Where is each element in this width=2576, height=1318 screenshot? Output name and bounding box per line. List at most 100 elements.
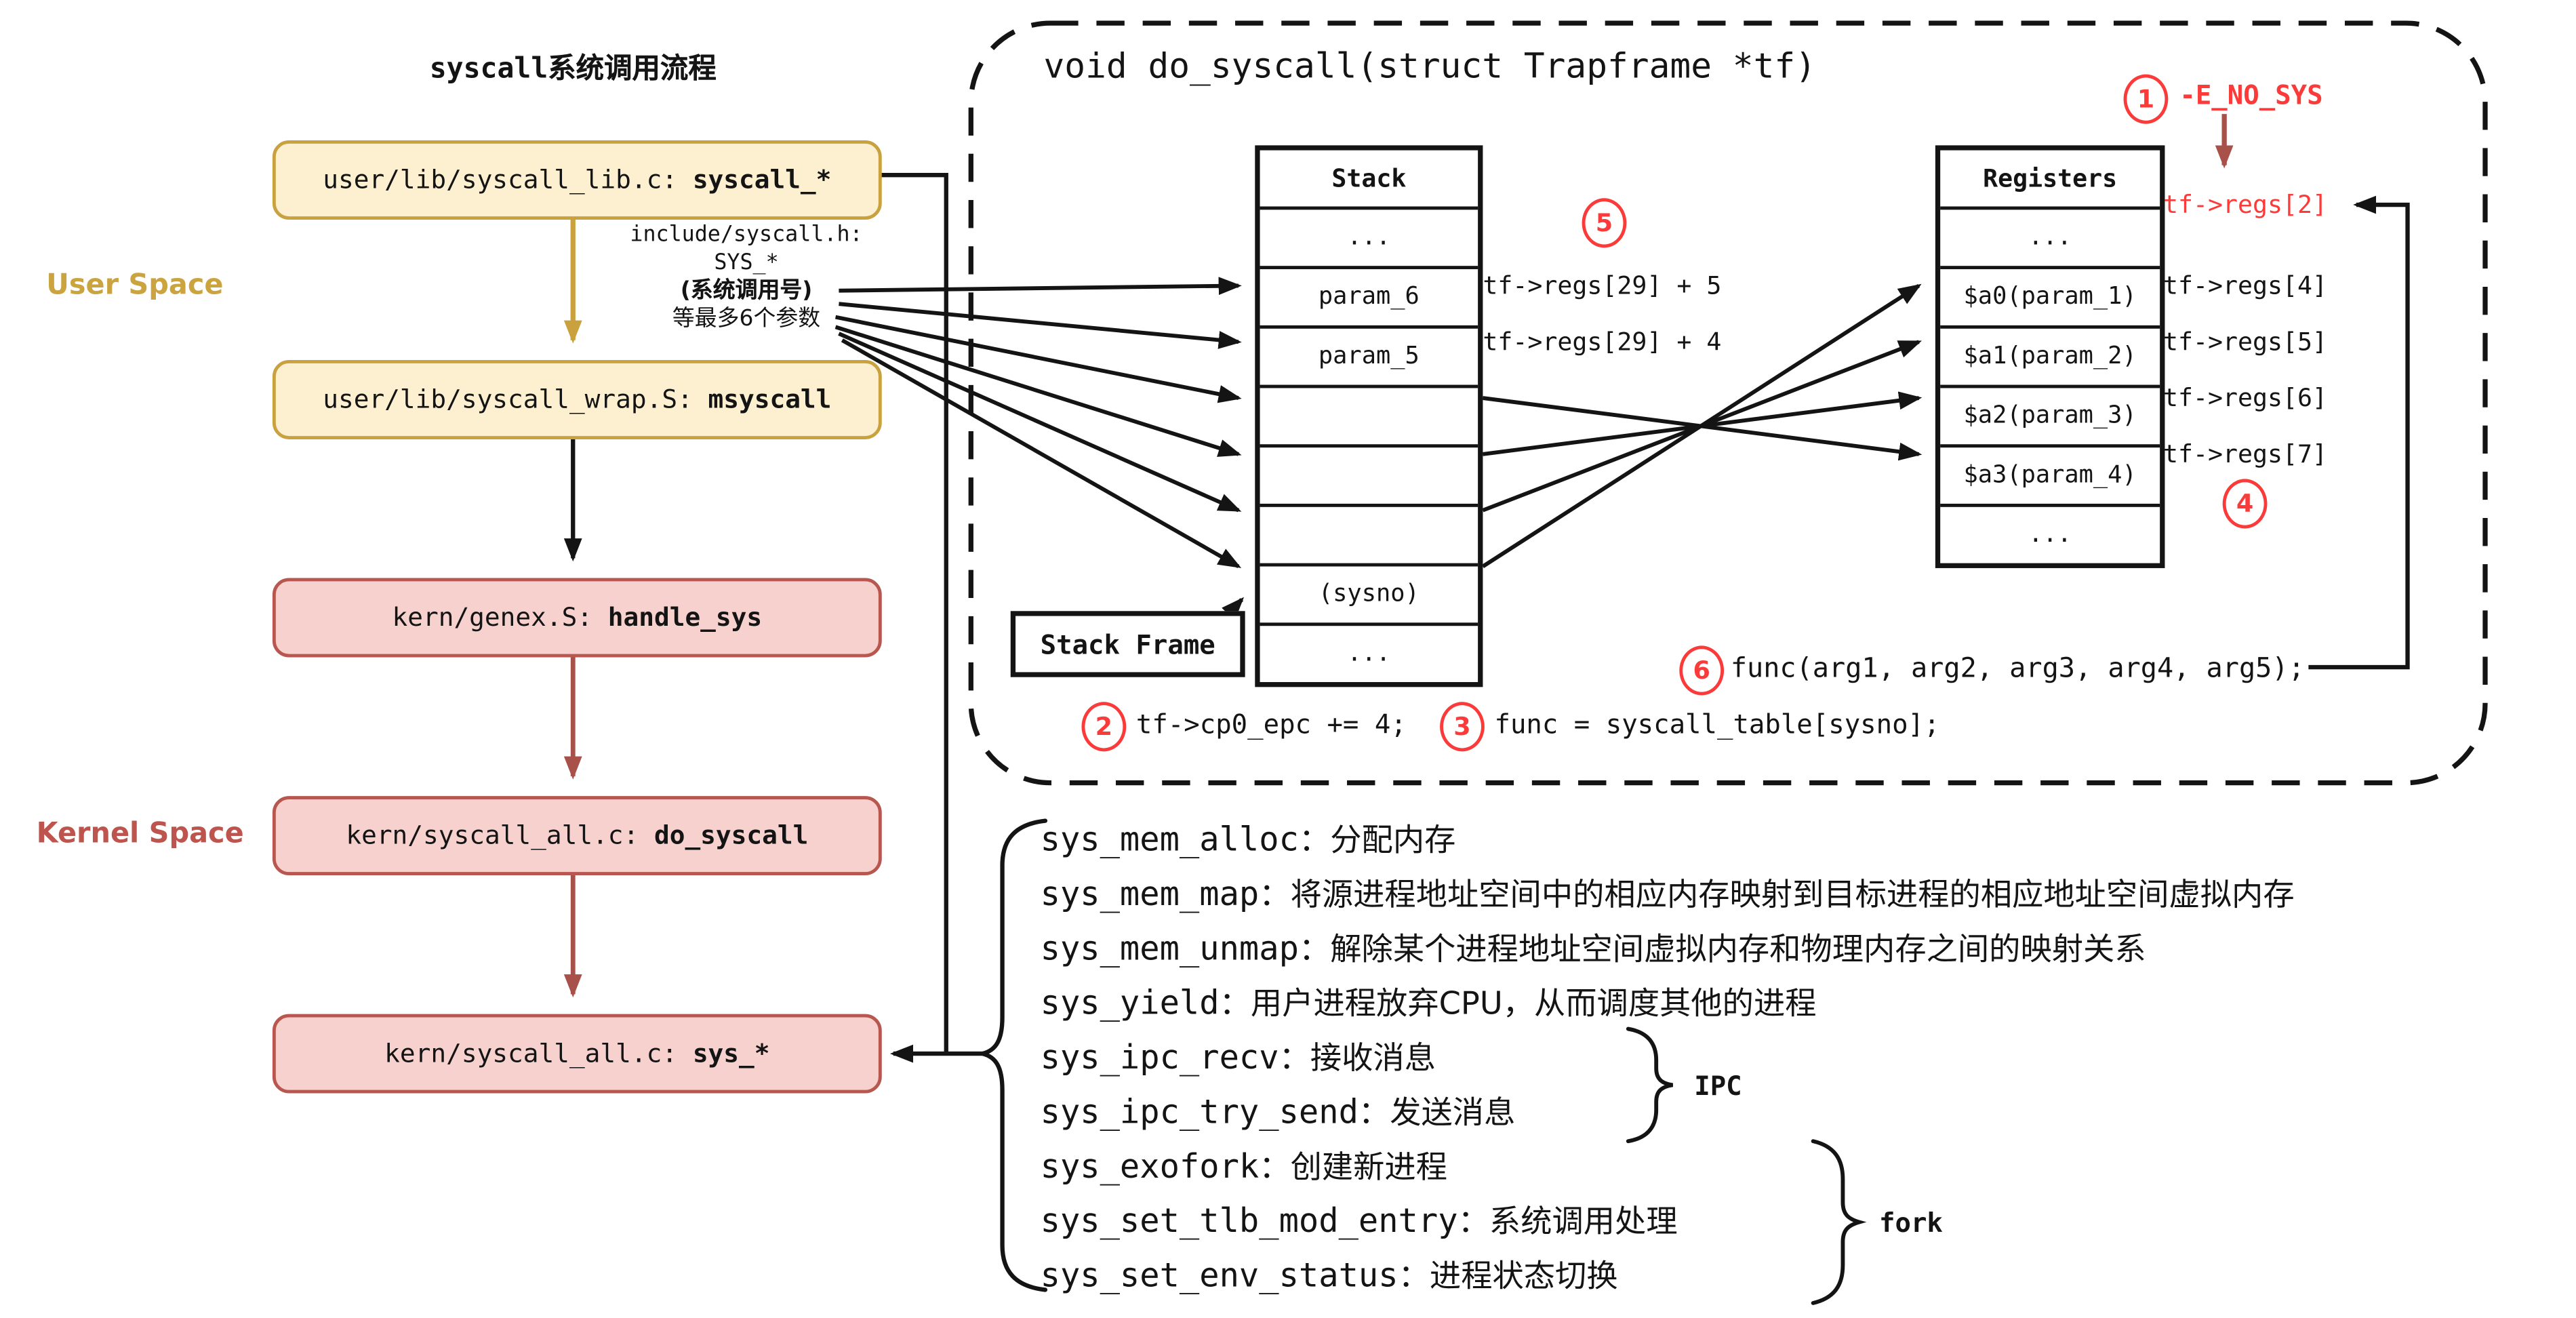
flow-box-genex: kern/genex.S: handle_sys	[272, 578, 882, 658]
page-title: syscall系统调用流程	[429, 52, 717, 86]
list-item-sys-set-env-status: sys_set_env_status：进程状态切换	[1041, 1247, 1618, 1301]
do-syscall-dashed-frame	[968, 20, 2488, 786]
arrow-arg-to-param6	[839, 277, 1242, 296]
flow-box-file: kern/syscall_all.c:	[384, 1039, 693, 1069]
stack-row-param5: param_5	[1260, 325, 1478, 385]
sys-desc: 用户进程放弃CPU，从而调度其他的进程	[1250, 986, 1817, 1022]
flow-box-func: sys_*	[692, 1039, 770, 1069]
sys-desc: 解除某个进程地址空间虚拟内存和物理内存之间的映射关系	[1330, 931, 2146, 968]
user-space-label: User Space	[46, 269, 224, 302]
step-5-badge: 5	[1582, 198, 1627, 248]
sys-name: sys_yield	[1040, 982, 1220, 1022]
flow-box-func: handle_sys	[607, 603, 763, 633]
stack-row-empty2	[1260, 444, 1478, 504]
registers-row-a2: $a2(param_3)	[1940, 384, 2160, 445]
list-item-sys-mem-alloc: sys_mem_alloc：分配内存	[1041, 811, 1456, 865]
stack-table: Stack ... param_6 param_5 (sysno) ...	[1255, 145, 1483, 687]
arrow-arg-to-slot3	[838, 332, 1242, 513]
step-3-badge: 3	[1440, 702, 1485, 752]
note-sys-star: SYS_*	[714, 250, 779, 275]
sys-name: sys_ipc_recv	[1040, 1036, 1279, 1076]
sys-sep: ：	[1279, 1040, 1310, 1077]
group-label-fork: fork	[1879, 1207, 1943, 1239]
stack-row-sysno: (sysno)	[1260, 563, 1478, 623]
connector-syscall-to-sys-line	[878, 173, 948, 1054]
flow-box-file: user/lib/syscall_wrap.S:	[323, 384, 708, 415]
syscall-table-code: func = syscall_table[sysno];	[1494, 708, 1940, 740]
flow-box-file: user/lib/syscall_lib.c:	[323, 165, 693, 195]
brace-fork-group	[1811, 1139, 1867, 1305]
sys-sep: ：	[1259, 1149, 1291, 1186]
brace-ipc-group	[1626, 1026, 1674, 1144]
note-syscall-number: (系统调用号)	[680, 277, 813, 304]
flow-box-do-syscall: kern/syscall_all.c: do_syscall	[272, 796, 882, 876]
kernel-space-label: Kernel Space	[36, 817, 244, 851]
syscall-number-note: include/syscall.h: SYS_* (系统调用号) 等最多6个参数	[581, 223, 911, 332]
step-6-badge: 6	[1679, 645, 1725, 696]
reg-ann-a3: tf->regs[7]	[2163, 439, 2328, 469]
stack-frame-label: Stack Frame	[1010, 611, 1245, 677]
stack-ann-param5: tf->regs[29] + 4	[1483, 327, 1722, 357]
arrow-arg-to-slot2	[834, 325, 1242, 457]
arrow-arg-to-sysno	[841, 338, 1242, 569]
note-max-args: 等最多6个参数	[672, 304, 821, 332]
list-item-sys-mem-map: sys_mem_map：将源进程地址空间中的相应内存映射到目标进程的相应地址空间…	[1041, 865, 2295, 919]
registers-header: Registers	[1983, 163, 2118, 193]
sys-name: sys_ipc_try_send	[1040, 1090, 1359, 1131]
stack-ann-param6: tf->regs[29] + 5	[1483, 271, 1722, 301]
stack-row-empty1	[1260, 384, 1478, 445]
sys-sep: ：	[1298, 822, 1331, 859]
brace-sys-list	[982, 818, 1048, 1292]
list-item-sys-mem-unmap: sys_mem_unmap：解除某个进程地址空间虚拟内存和物理内存之间的映射关系	[1041, 920, 2146, 974]
sys-sep: ：	[1358, 1094, 1390, 1132]
flow-box-func: syscall_*	[692, 165, 832, 195]
flow-box-func: msyscall	[708, 384, 832, 415]
epc-code: tf->cp0_epc += 4;	[1135, 708, 1407, 740]
note-include-header: include/syscall.h:	[630, 222, 863, 248]
flow-box-syscall-lib: user/lib/syscall_lib.c: syscall_*	[272, 140, 882, 220]
sys-name: sys_set_tlb_mod_entry	[1040, 1199, 1458, 1240]
sys-name: sys_mem_alloc	[1040, 818, 1299, 858]
sys-desc: 创建新进程	[1290, 1149, 1448, 1186]
sys-name: sys_exofork	[1040, 1145, 1260, 1185]
sys-desc: 接收消息	[1310, 1040, 1436, 1077]
registers-row-a3: $a3(param_4)	[1940, 444, 2160, 504]
arrow-stack-to-a0	[1481, 283, 1922, 568]
list-item-sys-exofork: sys_exofork：创建新进程	[1041, 1138, 1447, 1192]
flow-box-sys-star: kern/syscall_all.c: sys_*	[272, 1014, 882, 1094]
list-item-sys-ipc-try-send: sys_ipc_try_send：发送消息	[1041, 1083, 1516, 1138]
stack-row-ellipsis: ...	[1260, 206, 1478, 266]
stack-row-param6: param_6	[1260, 266, 1478, 325]
sys-desc: 系统调用处理	[1489, 1203, 1678, 1241]
flow-box-file: kern/syscall_all.c:	[346, 820, 654, 851]
reg-ann-a0: tf->regs[4]	[2163, 271, 2328, 301]
stack-row-empty3	[1260, 503, 1478, 563]
registers-row-a0: $a0(param_1)	[1940, 266, 2160, 325]
sys-name: sys_mem_map	[1040, 873, 1260, 913]
registers-table: Registers ... $a0(param_1) $a1(param_2) …	[1935, 145, 2165, 568]
list-item-sys-ipc-recv: sys_ipc_recv：接收消息	[1041, 1029, 1436, 1083]
registers-row-ellipsis: ...	[1940, 206, 2160, 266]
reg-ann-return: tf->regs[2]	[2163, 190, 2328, 220]
arrow-arg-to-slot1	[834, 315, 1242, 403]
sys-desc: 发送消息	[1390, 1094, 1516, 1132]
sys-desc: 分配内存	[1330, 822, 1456, 859]
func-call-code: func(arg1, arg2, arg3, arg4, arg5);	[1730, 652, 2305, 684]
list-item-sys-yield: sys_yield：用户进程放弃CPU，从而调度其他的进程	[1041, 974, 1817, 1029]
sys-desc: 进程状态切换	[1429, 1258, 1618, 1295]
step-4-badge: 4	[2222, 479, 2268, 529]
sys-sep: ：	[1298, 931, 1331, 968]
group-label-ipc: IPC	[1694, 1070, 1742, 1102]
sys-name: sys_set_env_status	[1040, 1254, 1398, 1294]
sys-sep: ：	[1457, 1203, 1489, 1241]
step-1-badge: 1	[2123, 74, 2169, 124]
sys-sep: ：	[1398, 1258, 1430, 1295]
stack-row-ellipsis-bottom: ...	[1260, 622, 1478, 682]
enosys-label: -E_NO_SYS	[2179, 79, 2323, 111]
step-2-badge: 2	[1081, 702, 1127, 752]
sys-name: sys_mem_unmap	[1040, 927, 1299, 967]
flow-box-func: do_syscall	[653, 820, 809, 851]
flow-box-file: kern/genex.S:	[392, 603, 608, 633]
